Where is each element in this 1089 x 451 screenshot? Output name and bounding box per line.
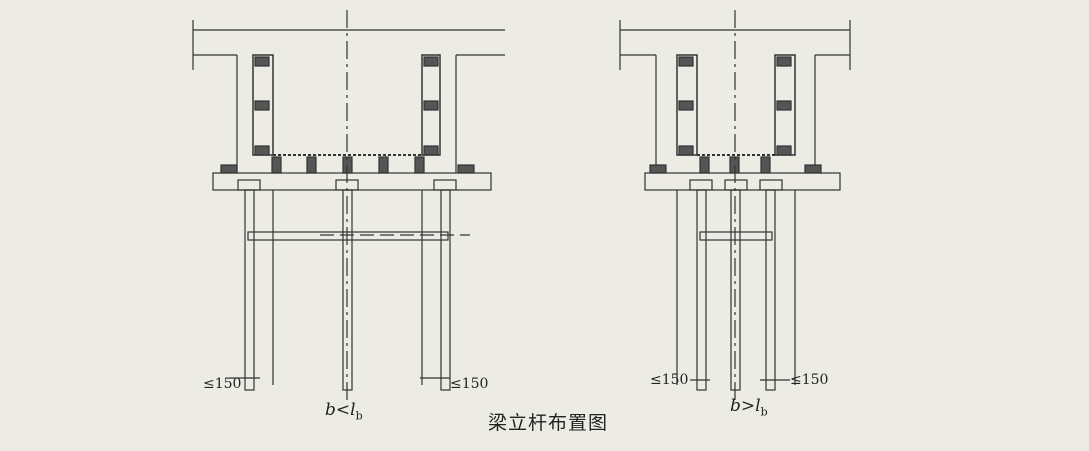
caption-var: b>l	[730, 396, 761, 416]
dim-left-1: ≤150	[203, 376, 242, 392]
caption-right: b>lb	[730, 396, 768, 418]
caption-left: b<lb	[325, 400, 363, 422]
posts	[244, 189, 451, 391]
diagram-right	[619, 10, 851, 400]
caption-sub: b	[760, 405, 768, 419]
figure-title: 梁立杆布置图	[488, 412, 609, 434]
caption-sub: b	[355, 409, 363, 423]
dim-right-2: ≤150	[790, 372, 829, 388]
dim-right-1: ≤150	[450, 376, 489, 392]
caption-var: b<l	[325, 400, 356, 420]
diagram-left	[192, 10, 505, 400]
formwork-batten-icons	[220, 56, 475, 174]
dim-left-2: ≤150	[650, 372, 689, 388]
posts	[676, 189, 796, 391]
